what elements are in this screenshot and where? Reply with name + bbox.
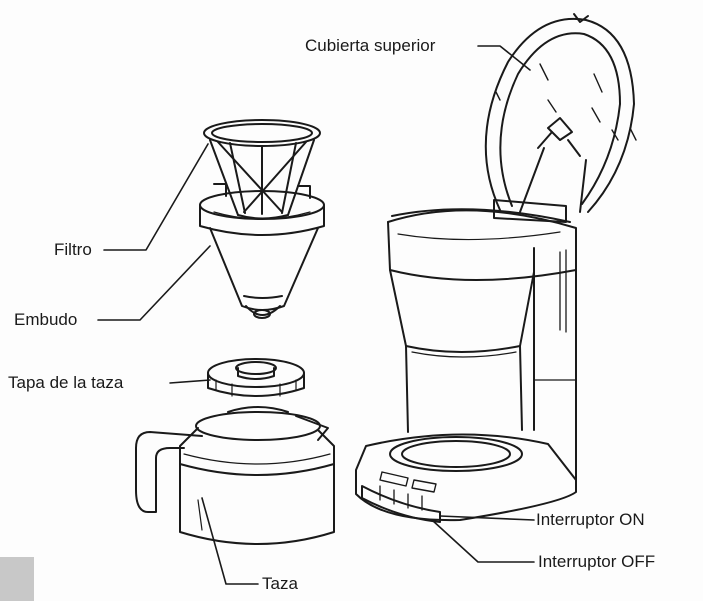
cup-lid bbox=[207, 358, 305, 397]
label-cup: Taza bbox=[262, 574, 298, 593]
label-filter: Filtro bbox=[54, 240, 92, 259]
label-top-cover: Cubierta superior bbox=[305, 36, 436, 55]
label-cup-lid: Tapa de la taza bbox=[8, 373, 124, 392]
carafe bbox=[135, 406, 335, 545]
label-switch-on: Interruptor ON bbox=[536, 510, 645, 529]
corner-gray-box bbox=[0, 557, 34, 601]
label-funnel: Embudo bbox=[14, 310, 78, 329]
funnel bbox=[199, 183, 325, 319]
coffee-maker-body bbox=[355, 13, 637, 523]
label-switch-off: Interruptor OFF bbox=[538, 552, 656, 571]
leader-lines bbox=[97, 45, 535, 585]
filter-basket bbox=[203, 119, 321, 220]
